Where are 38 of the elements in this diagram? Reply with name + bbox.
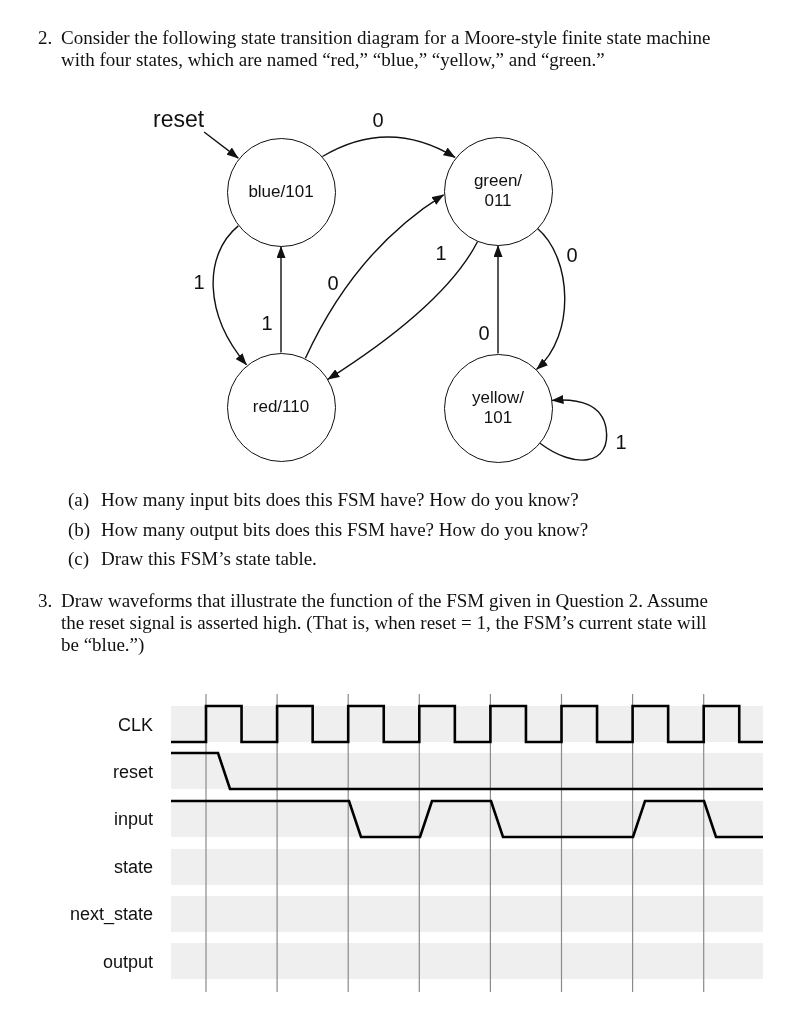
question-text: Consider the following state transition diagram for a Moore-style finite state machine with four states, which are named “red,” “blue,” “yellow,” and “green.” [61, 27, 712, 71]
part-question-text: How many input bits does this FSM have? How do you know? [101, 489, 579, 511]
state-name: blue/101 [248, 182, 314, 202]
signal-name: next_state [69, 903, 153, 925]
entry-arrow [203, 131, 239, 159]
transition-arrow [327, 240, 479, 380]
edge-label: 0 [566, 244, 578, 266]
question-number: 3. [38, 590, 53, 612]
edge-label: 0 [372, 109, 384, 131]
edge-label: 1 [435, 242, 447, 264]
question-text: Draw waveforms that illustrate the function of the FSM given in Question 2. Assume the reset signal is asserted high. (That is, when reset = 1, the FSM’s current state will be “blue.”) [61, 590, 709, 656]
part-label: (c) [68, 548, 90, 570]
signal-name: state [113, 856, 153, 878]
self-loop-arrow [539, 395, 608, 461]
edge-label: 1 [261, 312, 273, 334]
signal-name: reset [112, 761, 153, 783]
transition-arrow [304, 194, 445, 359]
transition-arrow [535, 227, 566, 371]
transition-arrow [321, 136, 456, 159]
signal-name: output [102, 951, 153, 973]
edge-label: 1 [193, 271, 205, 293]
transition-arrow [212, 225, 248, 366]
transition-arrow [493, 244, 503, 355]
edge-label: 0 [478, 322, 490, 344]
part-question-text: Draw this FSM’s state table. [101, 548, 317, 570]
signal-label: reset [153, 106, 205, 132]
state-name: yellow/ 101 [471, 388, 525, 428]
question-number: 2. [38, 27, 53, 49]
part-question-text: How many output bits does this FSM have? How do you know? [101, 519, 589, 541]
state-name: green/ 011 [472, 171, 524, 211]
signal-name: input [113, 808, 153, 830]
signal-name: CLK [118, 714, 153, 736]
edge-label: 1 [615, 431, 627, 453]
transition-arrow [276, 245, 286, 354]
part-label: (b) [68, 519, 91, 541]
edge-label: 0 [327, 272, 339, 294]
part-label: (a) [68, 489, 90, 511]
state-name: red/110 [252, 397, 310, 417]
